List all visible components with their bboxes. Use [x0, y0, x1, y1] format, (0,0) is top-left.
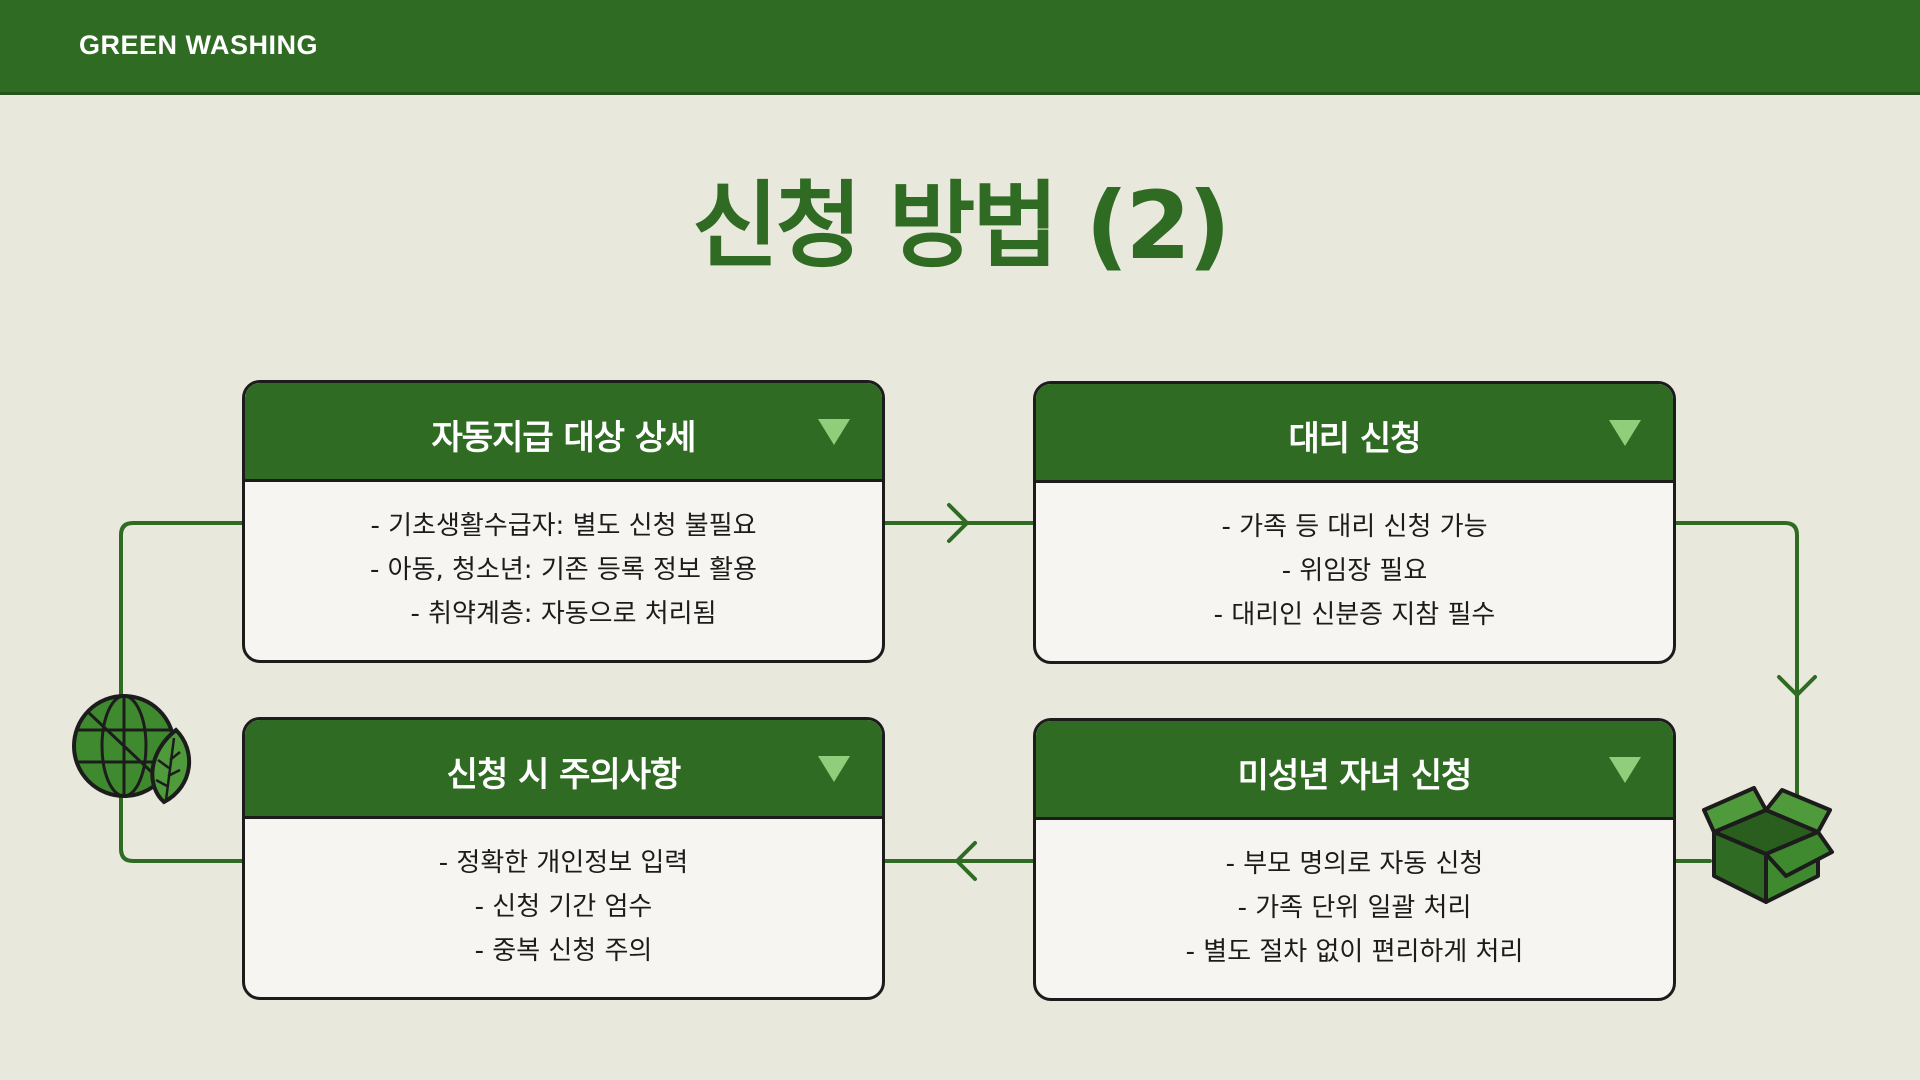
- card-line: - 별도 절차 없이 편리하게 처리: [1185, 937, 1524, 967]
- box-icon: [1702, 786, 1834, 904]
- triangle-down-icon[interactable]: [818, 419, 850, 445]
- card-minor-children: 미성년 자녀 신청 - 부모 명의로 자동 신청 - 가족 단위 일괄 처리 -…: [1033, 718, 1676, 1001]
- card-line: - 가족 단위 일괄 처리: [1237, 893, 1472, 923]
- card-header: 미성년 자녀 신청: [1036, 721, 1673, 820]
- card-header: 자동지급 대상 상세: [245, 383, 882, 482]
- card-title: 대리 신청: [1288, 419, 1422, 459]
- card-header: 신청 시 주의사항: [245, 720, 882, 819]
- card-line: - 가족 등 대리 신청 가능: [1221, 512, 1488, 542]
- card-line: - 아동, 청소년: 기존 등록 정보 활용: [370, 555, 757, 585]
- card-title: 미성년 자녀 신청: [1237, 756, 1473, 796]
- card-line: - 대리인 신분증 지참 필수: [1213, 600, 1496, 630]
- card-header: 대리 신청: [1036, 384, 1673, 483]
- card-auto-payment: 자동지급 대상 상세 - 기초생활수급자: 별도 신청 불필요 - 아동, 청소…: [242, 380, 885, 663]
- brand-label: GREEN WASHING: [79, 30, 319, 60]
- triangle-down-icon[interactable]: [818, 756, 850, 782]
- card-line: - 중복 신청 주의: [474, 936, 653, 966]
- card-body: - 정확한 개인정보 입력 - 신청 기간 엄수 - 중복 신청 주의: [245, 819, 882, 973]
- card-title: 신청 시 주의사항: [446, 755, 682, 795]
- top-bar: GREEN WASHING: [0, 0, 1920, 95]
- triangle-down-icon[interactable]: [1609, 420, 1641, 446]
- globe-leaf-icon: [72, 694, 192, 805]
- card-proxy-application: 대리 신청 - 가족 등 대리 신청 가능 - 위임장 필요 - 대리인 신분증…: [1033, 381, 1676, 664]
- card-application-cautions: 신청 시 주의사항 - 정확한 개인정보 입력 - 신청 기간 엄수 - 중복 …: [242, 717, 885, 1000]
- triangle-down-icon[interactable]: [1609, 757, 1641, 783]
- card-line: - 부모 명의로 자동 신청: [1225, 849, 1484, 879]
- connector-left: [119, 521, 244, 863]
- card-line: - 기초생활수급자: 별도 신청 불필요: [370, 511, 757, 541]
- card-title: 자동지급 대상 상세: [431, 418, 697, 458]
- connector-right: [1674, 521, 1799, 802]
- card-body: - 가족 등 대리 신청 가능 - 위임장 필요 - 대리인 신분증 지참 필수: [1036, 483, 1673, 637]
- page-title: 신청 방법 (2): [692, 172, 1231, 281]
- card-line: - 정확한 개인정보 입력: [438, 848, 689, 878]
- arrow-left-icon: [955, 841, 977, 881]
- card-body: - 기초생활수급자: 별도 신청 불필요 - 아동, 청소년: 기존 등록 정보…: [245, 482, 882, 636]
- card-line: - 신청 기간 엄수: [474, 892, 653, 922]
- arrow-right-icon: [947, 503, 969, 543]
- card-line: - 취약계층: 자동으로 처리됨: [410, 599, 717, 629]
- card-line: - 위임장 필요: [1281, 556, 1428, 586]
- card-body: - 부모 명의로 자동 신청 - 가족 단위 일괄 처리 - 별도 절차 없이 …: [1036, 820, 1673, 974]
- arrow-down-icon: [1777, 675, 1817, 697]
